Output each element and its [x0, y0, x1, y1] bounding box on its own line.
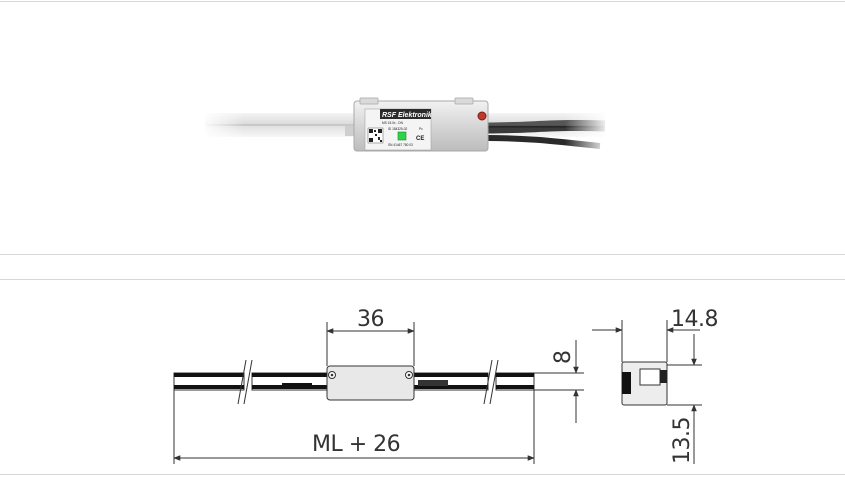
status-led-icon [397, 131, 407, 141]
product-photo: RSF Elektronik MS 15.0x - DN ID 184325-0… [200, 97, 610, 155]
front-view [173, 322, 584, 464]
ce-mark: CE [416, 136, 424, 142]
reading-head: RSF Elektronik MS 15.0x - DN ID 184325-0… [353, 97, 489, 152]
dim-height-label: 8 [551, 351, 576, 365]
pc-label: Pc [419, 127, 423, 131]
dimension-drawing: 36 ML + 26 14.8 8 13.5 [173, 307, 718, 464]
side-view [592, 320, 702, 464]
break-mark-right [483, 359, 499, 405]
middle-divider-bottom [0, 279, 845, 280]
top-divider [0, 1, 845, 2]
mounting-screw-right [477, 111, 487, 121]
id-label: ID 184325-02 [388, 127, 408, 131]
brand-label: RSF Elektronik [382, 112, 433, 119]
middle-divider-top [0, 254, 845, 255]
reading-head-outline [326, 365, 415, 401]
product-photo-panel: RSF Elektronik MS 15.0x - DN ID 184325-0… [200, 97, 610, 155]
qr-code-icon [367, 127, 384, 144]
dim-side-width-label: 14.8 [671, 307, 718, 332]
dimension-drawing-panel: 36 ML + 26 14.8 8 13.5 [0, 280, 845, 474]
dim-top-width-label: 36 [357, 307, 384, 332]
serial-label: SN 41467 780 03 [388, 143, 413, 147]
dim-side-height-label: 13.5 [670, 417, 695, 464]
model-label: MS 15.0x - DN [382, 121, 404, 125]
dim-total-length-label: ML + 26 [312, 432, 400, 457]
bottom-divider [0, 474, 845, 475]
break-mark-left [237, 359, 253, 405]
brand-label-plate [380, 109, 431, 119]
